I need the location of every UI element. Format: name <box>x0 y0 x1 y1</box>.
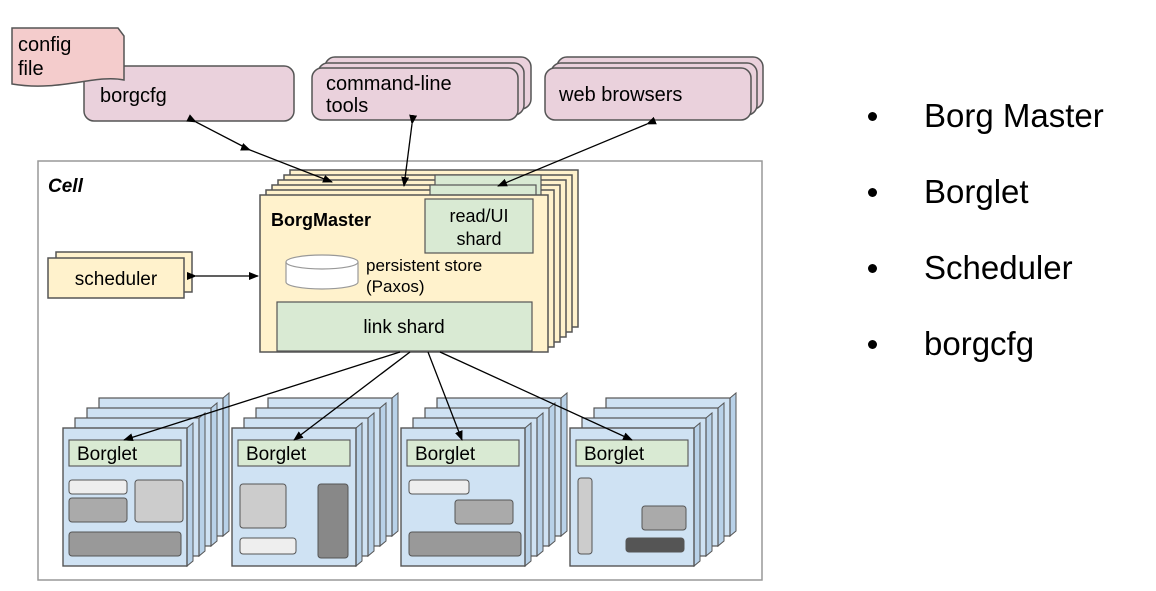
read-ui-shard-label-line1: read/UI <box>449 206 508 226</box>
borglet-machines: Borglet Borglet Borglet Borglet <box>62 391 737 568</box>
command-line-tools-label-line2: tools <box>326 95 368 117</box>
command-line-tools-label-line1: command-line <box>326 73 452 95</box>
config-file-note: config file <box>11 27 125 87</box>
task-block <box>317 483 349 559</box>
connection-arrows <box>123 114 657 442</box>
task-block <box>68 479 128 495</box>
bullet-text: borgcfg <box>924 325 1035 362</box>
read-ui-shard: read/UI shard <box>424 198 534 254</box>
arrow-link-borglet-3 <box>427 351 463 441</box>
borgmaster: BorgMaster read/UI shard persistent stor… <box>259 194 549 353</box>
command-line-tools-client: command-line tools <box>311 56 532 121</box>
persistent-store: persistent store (Paxos) <box>285 254 482 296</box>
borgcfg-client: borgcfg <box>83 65 295 122</box>
borglet-label: Borglet <box>584 444 645 465</box>
arrow-link-borglet-4 <box>439 351 633 441</box>
task-block <box>625 537 685 553</box>
task-block <box>239 537 297 555</box>
bullet-text: Borg Master <box>924 97 1104 134</box>
bullet-dot <box>868 112 877 121</box>
web-browsers-label: web browsers <box>558 84 682 106</box>
borglet-machine: Borglet <box>569 391 737 568</box>
bullet-dot <box>868 188 877 197</box>
borglet-header <box>237 439 351 467</box>
bullet-text: Borglet <box>924 173 1029 210</box>
arrow-web-readui <box>497 116 657 187</box>
borglet-machine: Borglet <box>231 391 399 568</box>
config-file-label-line2: file <box>18 58 44 80</box>
arrow-borgcfg-master-stub <box>186 114 251 151</box>
persistent-store-label-line1: persistent store <box>366 256 482 275</box>
borglet-header <box>406 439 520 467</box>
cell-label: Cell <box>48 176 84 197</box>
task-block <box>408 479 470 495</box>
arrow-link-borglet-1 <box>123 351 401 442</box>
task-block <box>68 497 128 523</box>
arrow-borgcfg-master <box>240 143 333 183</box>
link-shard: link shard <box>276 301 533 352</box>
borglet-machine: Borglet <box>400 391 568 568</box>
task-block <box>577 477 593 555</box>
task-block <box>641 505 687 531</box>
borglet-label: Borglet <box>77 444 138 465</box>
arrow-link-borglet-2 <box>293 351 411 441</box>
task-block <box>454 499 514 525</box>
bullet-dot <box>868 264 877 273</box>
task-block <box>408 531 522 557</box>
borglet-machine: Borglet <box>62 391 230 568</box>
link-shard-label: link shard <box>363 317 444 338</box>
task-block <box>68 531 182 557</box>
borglet-header <box>575 439 689 467</box>
borglet-header <box>68 439 182 467</box>
scheduler: scheduler <box>47 251 193 299</box>
arrow-cli-master <box>401 114 418 187</box>
persistent-store-label-line2: (Paxos) <box>366 277 425 296</box>
task-block <box>239 483 287 529</box>
borgcfg-label: borgcfg <box>100 85 167 107</box>
web-browsers-client: web browsers <box>544 56 764 121</box>
bullet-text: Scheduler <box>924 249 1073 286</box>
read-ui-shard-label-line2: shard <box>456 229 501 249</box>
scheduler-label: scheduler <box>75 269 158 290</box>
task-block <box>134 479 184 523</box>
config-file-label-line1: config <box>18 34 71 56</box>
borglet-label: Borglet <box>246 444 307 465</box>
bullet-dot <box>868 340 877 349</box>
borgmaster-label: BorgMaster <box>271 210 371 230</box>
borglet-label: Borglet <box>415 444 476 465</box>
